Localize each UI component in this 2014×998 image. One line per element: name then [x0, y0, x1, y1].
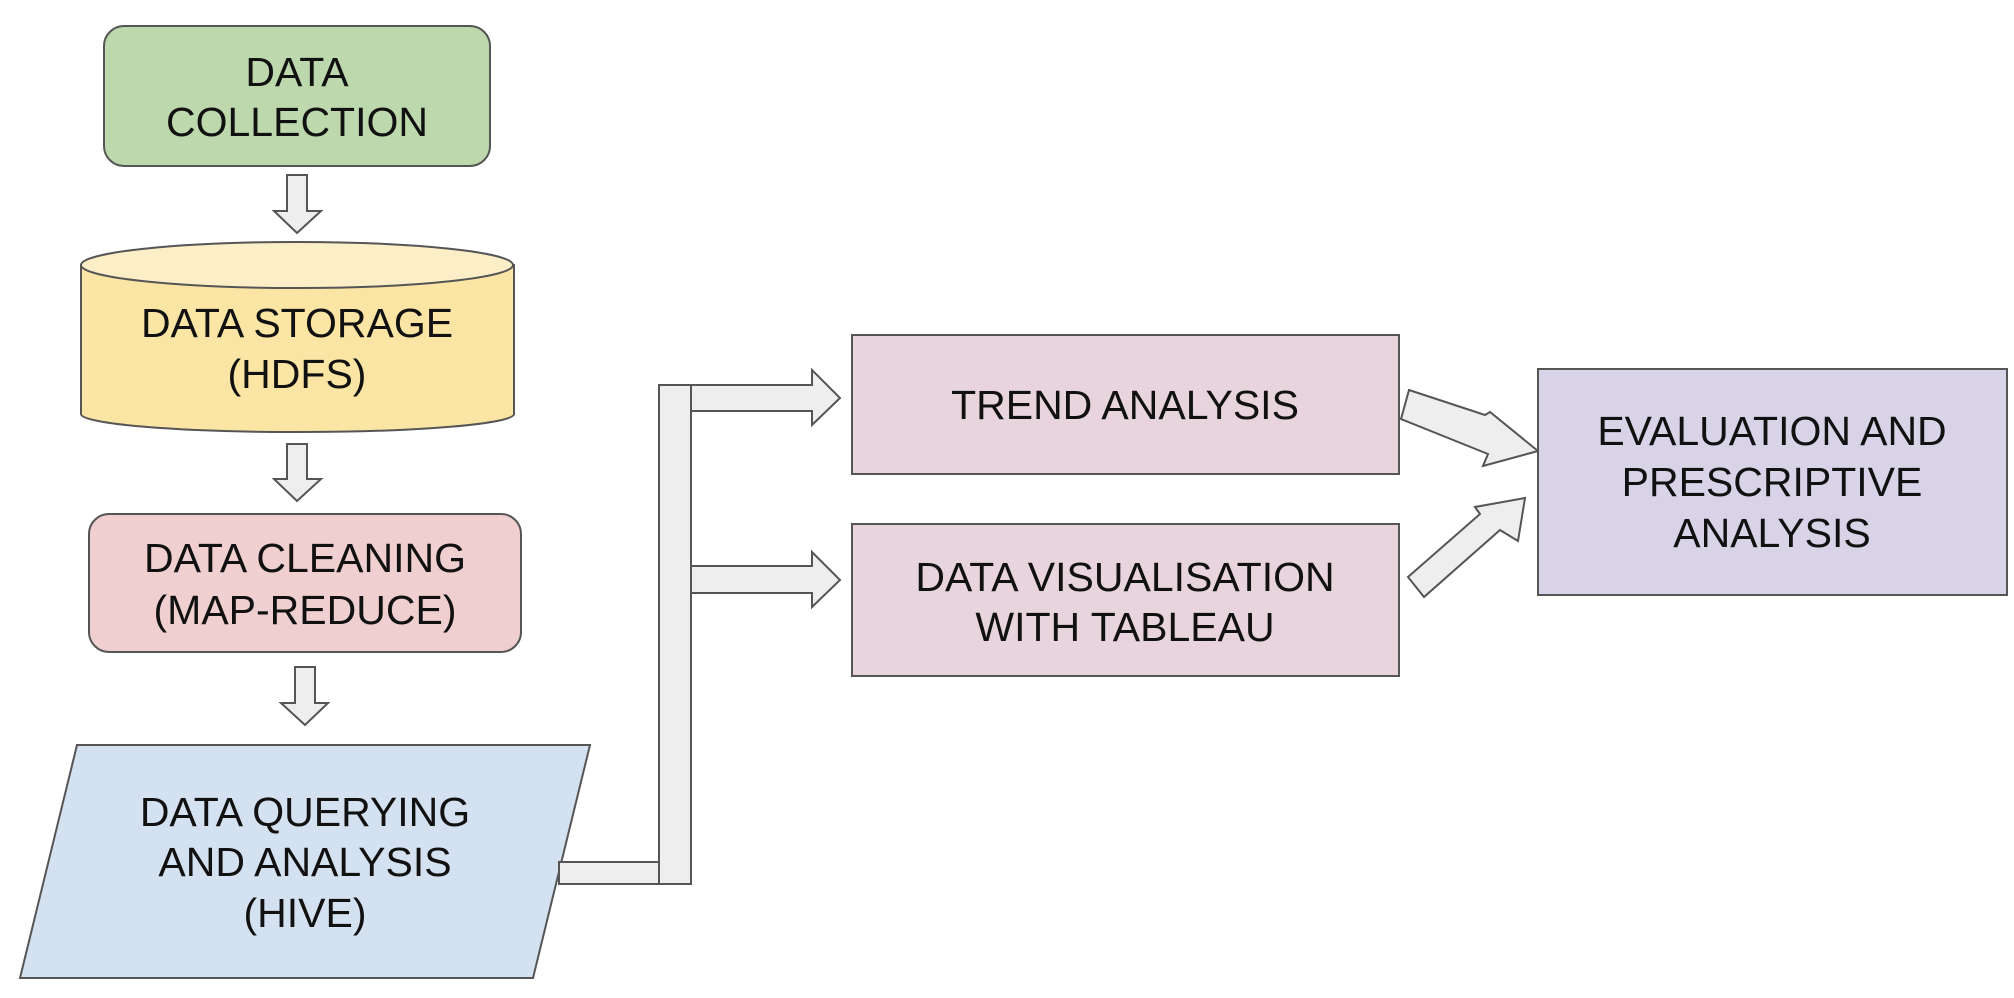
node-evaluation: EVALUATION AND PRESCRIPTIVE ANALYSIS — [1537, 368, 2008, 596]
node-data-cleaning: DATA CLEANING (MAP-REDUCE) — [88, 513, 522, 653]
node-data-collection-line-1: DATA — [245, 49, 349, 95]
node-evaluation-line-3: ANALYSIS — [1673, 510, 1871, 556]
node-data-storage-top — [80, 241, 514, 289]
node-evaluation-line-2: PRESCRIPTIVE — [1622, 459, 1923, 505]
node-data-cleaning-shape — [88, 513, 522, 653]
node-trend-analysis-line-1: TREND ANALYSIS — [951, 382, 1299, 428]
node-data-collection-line-2: COLLECTION — [166, 99, 428, 145]
node-data-cleaning-line-1: DATA CLEANING — [144, 535, 466, 581]
node-data-cleaning-line-2: (MAP-REDUCE) — [154, 587, 457, 633]
node-data-visualisation-line-2: WITH TABLEAU — [975, 604, 1274, 650]
connector-horizontal-bar — [558, 861, 660, 885]
node-data-querying-shape — [18, 744, 592, 979]
node-data-querying: DATA QUERYING AND ANALYSIS (HIVE) — [18, 744, 592, 979]
connector-vertical-bar — [658, 384, 692, 885]
branch-connector — [558, 367, 842, 885]
node-data-storage-line-1: DATA STORAGE — [141, 300, 453, 346]
arrow-visualisation-to-evaluation — [1406, 496, 1527, 599]
node-data-querying-line-1: DATA QUERYING — [140, 789, 470, 835]
node-data-visualisation: DATA VISUALISATION WITH TABLEAU — [851, 523, 1400, 677]
node-trend-analysis-shape — [851, 334, 1400, 475]
node-evaluation-shape — [1537, 368, 2008, 596]
node-data-storage-body — [80, 264, 515, 434]
node-data-collection-shape — [103, 25, 491, 167]
arrow-cleaning-to-querying — [278, 666, 331, 727]
arrow-collection-to-storage — [271, 174, 324, 235]
node-data-visualisation-shape — [851, 523, 1400, 677]
node-data-collection: DATA COLLECTION — [103, 25, 491, 167]
node-data-storage-line-2: (HDFS) — [228, 351, 367, 397]
node-data-querying-line-2: AND ANALYSIS — [158, 839, 451, 885]
node-evaluation-line-1: EVALUATION AND — [1597, 408, 1946, 454]
arrow-storage-to-cleaning — [271, 443, 324, 503]
arrow-trend-to-evaluation — [1399, 388, 1541, 468]
node-trend-analysis: TREND ANALYSIS — [851, 334, 1400, 475]
node-data-storage: DATA STORAGE (HDFS) — [80, 241, 515, 434]
node-data-querying-line-3: (HIVE) — [244, 890, 367, 936]
node-data-visualisation-line-1: DATA VISUALISATION — [915, 554, 1334, 600]
